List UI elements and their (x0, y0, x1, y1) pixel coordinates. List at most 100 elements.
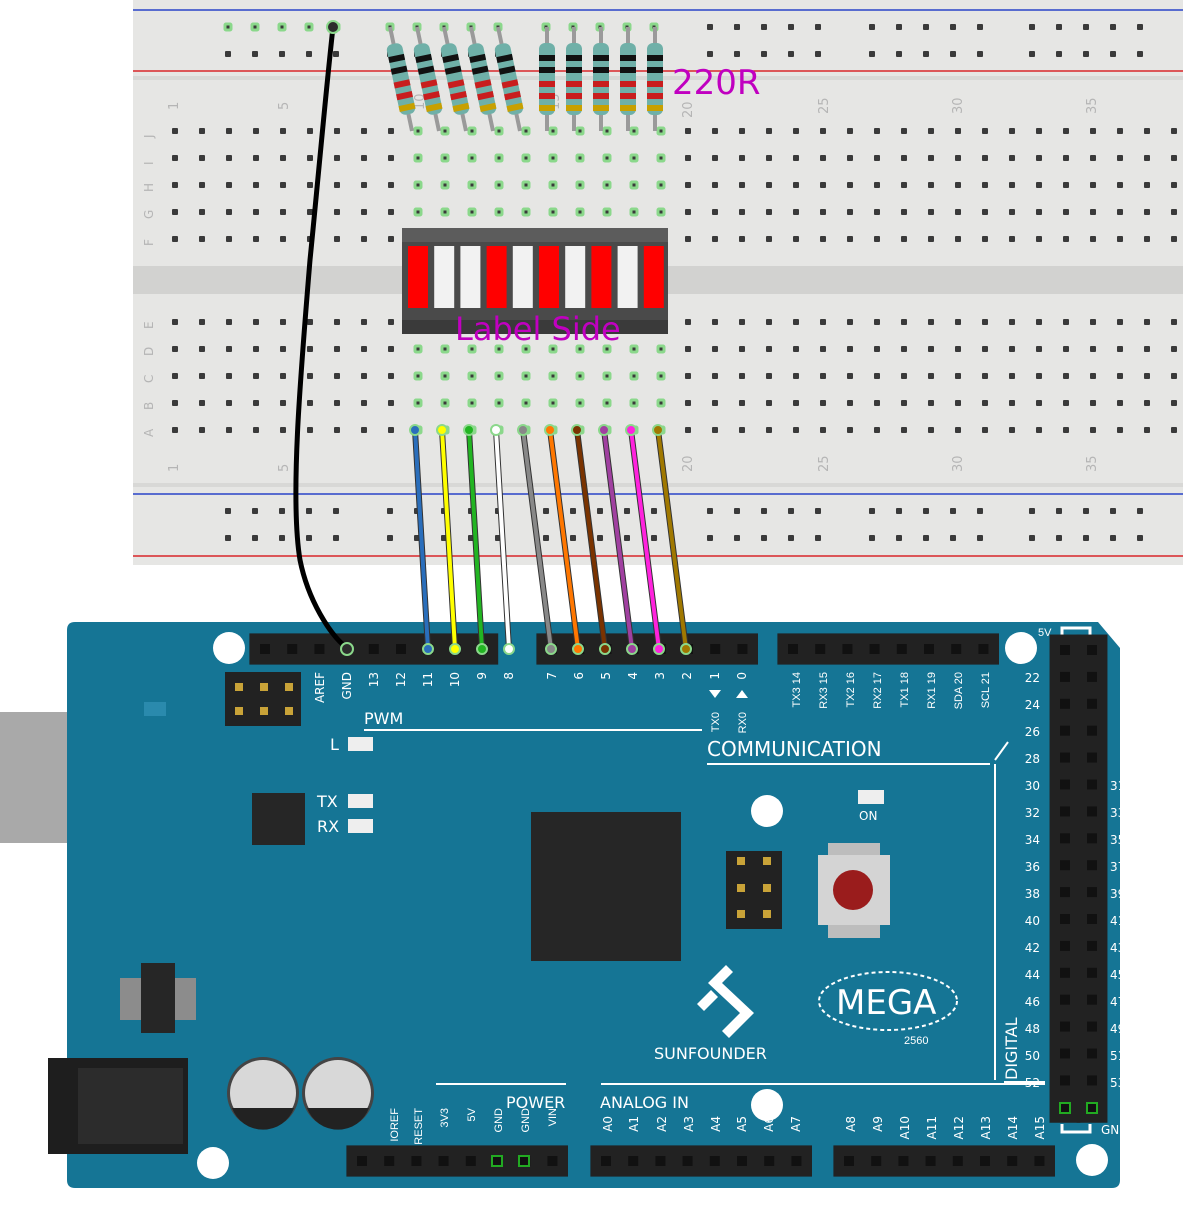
breadboard-hole[interactable] (172, 209, 178, 215)
breadboard-hole[interactable] (253, 155, 259, 161)
breadboard-hole[interactable] (874, 236, 880, 242)
breadboard-hole[interactable] (1090, 346, 1096, 352)
header-pin[interactable] (1060, 1075, 1070, 1086)
rail-hole[interactable] (1056, 535, 1062, 541)
breadboard-hole[interactable] (253, 236, 259, 242)
breadboard-hole[interactable] (820, 236, 826, 242)
header-pin[interactable] (1060, 671, 1070, 682)
breadboard-hole[interactable] (901, 427, 907, 433)
breadboard-hole[interactable] (253, 373, 259, 379)
breadboard-hole[interactable] (1036, 155, 1042, 161)
breadboard-hole[interactable] (1036, 346, 1042, 352)
breadboard-hole[interactable] (1144, 182, 1150, 188)
breadboard-hole[interactable] (334, 427, 340, 433)
breadboard-hole[interactable] (685, 346, 691, 352)
breadboard-hole[interactable] (982, 427, 988, 433)
breadboard-hole[interactable] (413, 180, 423, 190)
breadboard-hole[interactable] (820, 155, 826, 161)
breadboard-hole[interactable] (172, 427, 178, 433)
breadboard-hole[interactable] (901, 319, 907, 325)
rail-hole[interactable] (896, 508, 902, 514)
header-pin[interactable] (896, 644, 907, 654)
breadboard-hole[interactable] (467, 344, 477, 354)
breadboard-hole[interactable] (793, 209, 799, 215)
breadboard-hole[interactable] (1171, 319, 1177, 325)
header-pin[interactable] (601, 1156, 611, 1166)
breadboard-hole[interactable] (656, 398, 666, 408)
rail-hole[interactable] (950, 508, 956, 514)
header-pin[interactable] (396, 644, 406, 654)
breadboard-hole[interactable] (280, 128, 286, 134)
breadboard-hole[interactable] (847, 182, 853, 188)
breadboard-hole[interactable] (928, 128, 934, 134)
breadboard-hole[interactable] (1144, 209, 1150, 215)
breadboard-hole[interactable] (793, 182, 799, 188)
breadboard-hole[interactable] (307, 346, 313, 352)
breadboard-hole[interactable] (901, 209, 907, 215)
breadboard-hole[interactable] (982, 128, 988, 134)
breadboard-hole[interactable] (1009, 155, 1015, 161)
breadboard-hole[interactable] (901, 236, 907, 242)
breadboard-hole[interactable] (280, 319, 286, 325)
header-pin[interactable] (1060, 833, 1070, 844)
rail-hole[interactable] (896, 24, 902, 30)
breadboard-hole[interactable] (793, 155, 799, 161)
rail-hole[interactable] (707, 508, 713, 514)
breadboard-hole[interactable] (793, 319, 799, 325)
breadboard-hole[interactable] (928, 373, 934, 379)
breadboard-hole[interactable] (1036, 128, 1042, 134)
header-pin[interactable] (1060, 698, 1070, 709)
rail-hole[interactable] (225, 535, 231, 541)
breadboard-hole[interactable] (1063, 182, 1069, 188)
breadboard-hole[interactable] (226, 155, 232, 161)
breadboard-hole[interactable] (1090, 155, 1096, 161)
rail-hole[interactable] (387, 535, 393, 541)
breadboard-hole[interactable] (467, 126, 477, 136)
breadboard-hole[interactable] (847, 373, 853, 379)
header-pin[interactable] (842, 644, 853, 654)
rail-hole[interactable] (306, 535, 312, 541)
breadboard-hole[interactable] (793, 236, 799, 242)
breadboard-hole[interactable] (280, 236, 286, 242)
gnd-pin[interactable] (518, 1155, 530, 1167)
rail-hole[interactable] (597, 535, 603, 541)
breadboard-hole[interactable] (334, 319, 340, 325)
breadboard-hole[interactable] (467, 371, 477, 381)
breadboard-hole[interactable] (226, 236, 232, 242)
header-pin[interactable] (788, 644, 798, 654)
breadboard-hole[interactable] (820, 209, 826, 215)
breadboard-hole[interactable] (172, 236, 178, 242)
rail-hole[interactable] (1029, 508, 1035, 514)
breadboard-hole[interactable] (440, 126, 450, 136)
rail-hole[interactable] (761, 508, 767, 514)
header-pin[interactable] (1060, 914, 1070, 924)
rail-hole[interactable] (896, 535, 902, 541)
breadboard-hole[interactable] (874, 128, 880, 134)
breadboard-hole[interactable] (521, 398, 531, 408)
breadboard-hole[interactable] (253, 400, 259, 406)
breadboard-hole[interactable] (793, 373, 799, 379)
rail-hole[interactable] (570, 508, 576, 514)
rail-hole[interactable] (869, 535, 875, 541)
breadboard-hole[interactable] (656, 371, 666, 381)
breadboard-hole[interactable] (1171, 209, 1177, 215)
rail-hole[interactable] (277, 22, 287, 32)
breadboard-hole[interactable] (685, 182, 691, 188)
breadboard-hole[interactable] (955, 373, 961, 379)
header-pin[interactable] (1060, 725, 1070, 736)
header-pin[interactable] (898, 1156, 909, 1166)
breadboard-hole[interactable] (172, 373, 178, 379)
header-pin[interactable] (1087, 914, 1097, 924)
header-pin[interactable] (980, 1156, 990, 1166)
gnd-pin[interactable] (1059, 1102, 1071, 1114)
breadboard-hole[interactable] (739, 373, 745, 379)
breadboard-hole[interactable] (766, 427, 772, 433)
breadboard-hole[interactable] (793, 128, 799, 134)
breadboard-hole[interactable] (955, 427, 961, 433)
breadboard-hole[interactable] (361, 236, 367, 242)
breadboard-hole[interactable] (982, 346, 988, 352)
rail-hole[interactable] (306, 51, 312, 57)
breadboard-hole[interactable] (199, 209, 205, 215)
breadboard-hole[interactable] (1144, 400, 1150, 406)
breadboard-hole[interactable] (494, 153, 504, 163)
